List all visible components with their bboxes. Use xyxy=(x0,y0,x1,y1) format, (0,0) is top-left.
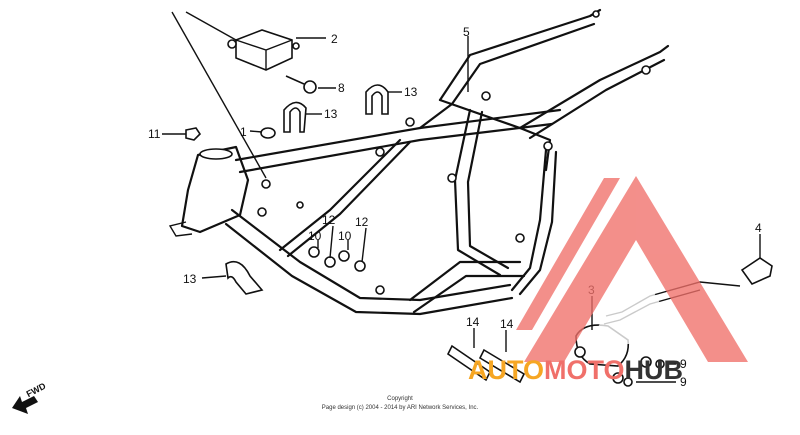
callout-13-middle: 13 xyxy=(324,107,338,121)
callout-14-left: 14 xyxy=(466,315,480,329)
callout-13-top: 13 xyxy=(404,85,418,99)
callout-8: 8 xyxy=(338,81,345,95)
grommet-part-1 xyxy=(260,127,276,139)
leader-lines xyxy=(162,11,761,383)
watermark-text-moto: MOTO xyxy=(544,355,625,385)
callout-1: 1 xyxy=(240,125,247,139)
rubber-parts-10-12 xyxy=(308,246,366,272)
nut-part-11 xyxy=(185,127,202,141)
callout-10-right: 10 xyxy=(338,229,352,243)
watermark-text: AUTOMOTOHUB xyxy=(468,355,683,385)
relay-part xyxy=(227,29,300,71)
callout-4: 4 xyxy=(755,221,762,235)
callout-14-right: 14 xyxy=(500,317,514,331)
clamp-part-13a xyxy=(283,101,307,133)
callout-2: 2 xyxy=(331,32,338,46)
watermark-logo-triangles xyxy=(516,176,748,362)
copyright-line-2: Page design (c) 2004 - 2014 by ARI Netwo… xyxy=(322,405,479,411)
callout-12-left: 12 xyxy=(322,213,336,227)
callout-11: 11 xyxy=(148,127,161,141)
copyright-block: Copyright Page design (c) 2004 - 2014 by… xyxy=(322,396,479,411)
callout-9-lower: 9 xyxy=(680,375,687,389)
callout-13-bottom: 13 xyxy=(183,272,197,286)
callout-12-right: 12 xyxy=(355,215,369,229)
clamp-part-13c xyxy=(225,260,264,295)
screw-parts-9 xyxy=(612,356,665,387)
watermark: AUTOMOTOHUB xyxy=(468,176,748,385)
forward-direction-indicator: FWD xyxy=(12,380,48,414)
callout-10-left: 10 xyxy=(308,229,322,243)
copyright-line-1: Copyright xyxy=(387,396,413,402)
plug-cap-part-4 xyxy=(740,257,773,285)
callout-5: 5 xyxy=(463,25,470,39)
fwd-arrow-icon xyxy=(12,396,38,414)
bolt-part-8 xyxy=(285,75,317,94)
bolt-part-14b xyxy=(478,348,526,384)
callout-9-upper: 9 xyxy=(680,357,687,371)
bolt-part-14a xyxy=(446,344,492,382)
watermark-text-hub: HUB xyxy=(625,355,684,385)
clamp-part-13b xyxy=(365,84,389,115)
watermark-text-auto: AUTO xyxy=(468,355,544,385)
frame-body xyxy=(168,8,670,316)
callout-labels: 2 5 8 13 13 1 11 12 12 10 10 13 4 3 14 1… xyxy=(148,25,762,389)
fwd-label: FWD xyxy=(25,380,48,399)
